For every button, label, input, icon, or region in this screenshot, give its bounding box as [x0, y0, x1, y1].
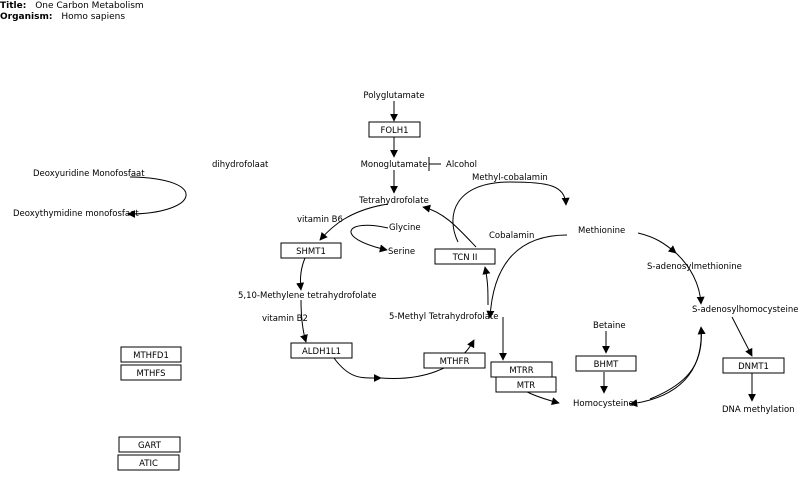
pathway-title: One Carbon Metabolism: [35, 1, 144, 11]
gene-label-dnmt1: DNMT1: [738, 362, 769, 372]
metabolite-polyglutamate: Polyglutamate: [363, 91, 424, 101]
edge-sah-dnmt1: [731, 316, 753, 357]
edge-sah-homocysteine: [629, 326, 702, 408]
organism-name: Homo sapiens: [61, 12, 126, 22]
metabolite-cobalamin: Cobalamin: [489, 231, 534, 241]
metabolite-labels: Polyglutamate Monoglutamate Alcohol dihy…: [13, 91, 798, 415]
edge-shmt1-methylene: [296, 257, 306, 291]
gene-box-tcn2[interactable]: TCN II: [434, 248, 496, 265]
metabolite-methionine: Methionine: [578, 226, 625, 236]
edge-methylene-aldh1l1: [300, 299, 308, 343]
edge-tcn2-thf: [422, 204, 477, 248]
cofactor-vitamin-b6: vitamin B6: [297, 215, 343, 225]
edge-deoxyuridine-deoxythymidine: [127, 176, 187, 218]
organism-row: Organism: Homo sapiens: [0, 12, 125, 22]
edge-methylthf-tcn2: [482, 266, 491, 306]
edge-methionine-sam: [637, 232, 677, 254]
edge-sam-sah: [675, 252, 705, 305]
gene-label-gart: GART: [138, 441, 162, 451]
inhibition-alcohol: [428, 157, 441, 171]
gene-box-folh1[interactable]: FOLH1: [368, 121, 421, 138]
metabolite-monoglutamate: Monoglutamate: [361, 160, 428, 170]
edge-thf-methylene: [319, 203, 389, 241]
gene-label-mtr: MTR: [517, 381, 536, 391]
metabolite-methyl-cobalamin: Methyl-cobalamin: [472, 173, 548, 183]
cofactor-vitamin-b2: vitamin B2: [262, 314, 308, 324]
gene-box-mtr[interactable]: MTR: [495, 376, 557, 393]
metabolite-s-adenosylhomocysteine: S-adenosylhomocysteine: [692, 305, 798, 315]
gene-label-tcn2: TCN II: [452, 253, 478, 263]
metabolite-tetrahydrofolate: Tetrahydrofolate: [358, 196, 429, 206]
metabolite-deoxythymidine-monofosfaat: Deoxythymidine monofosfaat: [13, 209, 139, 219]
title-row: Title: One Carbon Metabolism: [0, 1, 144, 11]
gene-label-mtrr: MTRR: [509, 366, 533, 376]
edge-mthfr-methylthf: [380, 339, 475, 379]
metabolite-deoxyuridine-monofosfaat: Deoxyuridine Monofosfaat: [33, 169, 145, 179]
edge-homocysteine-sah: [649, 326, 706, 400]
pathway-edges: [127, 101, 756, 408]
gene-nodes: FOLH1 SHMT1 TCN II ALDH1L1 MTHFR MTRR MT…: [117, 121, 785, 471]
process-dna-methylation: DNA methylation: [722, 405, 795, 415]
metabolite-dihydrofolaat: dihydrofolaat: [212, 160, 269, 170]
gene-label-bhmt: BHMT: [594, 360, 620, 370]
metabolite-methylene-tetrahydrofolate: 5,10-Methylene tetrahydrofolate: [238, 291, 376, 301]
gene-box-bhmt[interactable]: BHMT: [575, 355, 637, 372]
metabolite-betaine: Betaine: [593, 321, 626, 331]
gene-label-mthfs: MTHFS: [136, 369, 165, 379]
gene-box-atic[interactable]: ATIC: [117, 454, 180, 471]
metabolite-glycine: Glycine: [389, 223, 421, 233]
metabolite-serine: Serine: [388, 247, 415, 257]
gene-label-folh1: FOLH1: [380, 126, 408, 136]
metabolite-homocysteine: Homocysteine: [573, 399, 634, 409]
metabolite-alcohol: Alcohol: [446, 160, 477, 170]
gene-label-mthfr: MTHFR: [440, 357, 470, 367]
gene-box-dnmt1[interactable]: DNMT1: [722, 357, 785, 374]
gene-label-shmt1: SHMT1: [296, 247, 326, 257]
edge-glycine-serine: [350, 224, 389, 253]
gene-box-mthfr[interactable]: MTHFR: [423, 352, 486, 369]
gene-box-mthfd1[interactable]: MTHFD1: [120, 346, 182, 363]
edge-methylcobalamin-loop: [452, 181, 570, 243]
edge-aldh1l1-mthfr: [333, 357, 382, 383]
gene-label-aldh1l1: ALDH1L1: [302, 347, 341, 357]
gene-box-shmt1[interactable]: SHMT1: [280, 242, 342, 259]
edge-cobalamin-methionine: [486, 234, 568, 319]
gene-box-aldh1l1[interactable]: ALDH1L1: [290, 342, 353, 359]
gene-label-mthfd1: MTHFD1: [133, 351, 169, 361]
gene-box-gart[interactable]: GART: [118, 436, 181, 453]
organism-label: Organism:: [0, 12, 53, 22]
metabolite-s-adenosylmethionine: S-adenosylmethionine: [647, 262, 742, 272]
metabolite-methyl-tetrahydrofolate: 5-Methyl Tetrahydrofolate: [389, 312, 499, 322]
title-label: Title:: [0, 1, 27, 11]
gene-box-mthfs[interactable]: MTHFS: [120, 364, 182, 381]
gene-label-atic: ATIC: [139, 459, 158, 469]
gene-box-mtrr[interactable]: MTRR: [490, 361, 553, 378]
